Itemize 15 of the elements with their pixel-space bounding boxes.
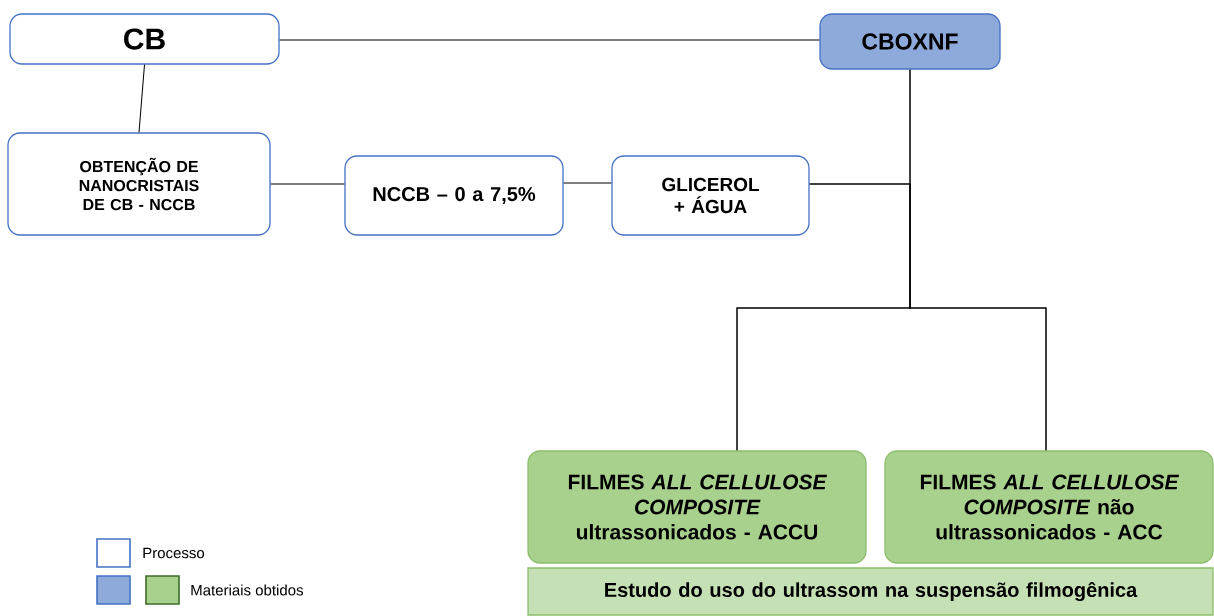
legend-label: Materiais obtidos: [191, 584, 303, 596]
material-box: FILMES ALL CELLULOSE COMPOSITE não ultrassonicados - ACC: [884, 450, 1214, 564]
study-band: Estudo do uso do ultrassom na suspensão filmogênica: [527, 567, 1214, 616]
connector-line: [279, 39, 820, 41]
legend-label: Processo: [143, 547, 205, 559]
connector-line: [138, 64, 145, 133]
process-box: CB: [9, 13, 280, 65]
material-box: CBOXNF: [819, 13, 1001, 70]
process-box: GLICEROL + ÁGUA: [611, 155, 810, 236]
connector-line: [270, 183, 345, 185]
process-box: OBTENÇÃO DE NANOCRISTAIS DE CB - NCCB: [7, 132, 271, 236]
process-box: NCCB – 0 a 7,5%: [344, 155, 564, 236]
connector-line: [809, 183, 1047, 451]
material-box: FILMES ALL CELLULOSE COMPOSITE ultrassonicados - ACCU: [527, 450, 867, 564]
connector-line: [563, 182, 612, 184]
